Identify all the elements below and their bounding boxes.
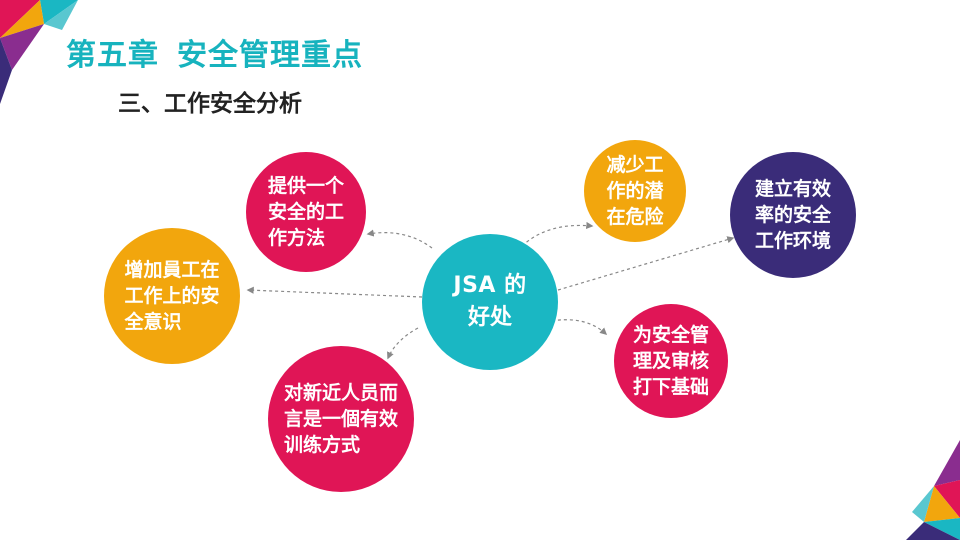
center-bubble-label: JSA 的 好处 bbox=[453, 273, 527, 330]
slide-title: 第五章安全管理重点 bbox=[66, 30, 363, 74]
benefit-bubble-safe-method: 提供一个 安全的工 作方法 bbox=[246, 152, 366, 272]
connector-to-efficient-environment bbox=[557, 236, 735, 291]
section-heading: 三、工作安全分析 bbox=[118, 91, 302, 117]
top-left-corner-decoration bbox=[0, 0, 78, 104]
benefit-label: 对新近人员而 言是一個有效 训练方式 bbox=[283, 382, 398, 456]
benefit-label: 建立有效 率的安全 工作环境 bbox=[754, 178, 831, 252]
chapter-topic: 安全管理重点 bbox=[177, 38, 363, 73]
connector-to-employee-awareness bbox=[246, 286, 423, 298]
bottom-right-corner-decoration bbox=[906, 440, 960, 540]
benefit-label: 为安全管 理及审核 打下基础 bbox=[632, 324, 709, 398]
benefit-bubble-training: 对新近人员而 言是一個有效 训练方式 bbox=[268, 346, 414, 492]
benefit-label: 提供一个 安全的工 作方法 bbox=[267, 175, 344, 249]
connector-to-training bbox=[387, 327, 419, 360]
benefit-bubble-efficient-environment: 建立有效 率的安全 工作环境 bbox=[730, 152, 856, 278]
benefit-bubble-reduce-hazards: 减少工 作的潜 在危险 bbox=[584, 140, 686, 242]
benefit-bubble-audit-foundation: 为安全管 理及审核 打下基础 bbox=[614, 304, 728, 418]
center-bubble-jsa-benefits: JSA 的 好处 bbox=[422, 234, 558, 370]
benefit-bubble-employee-awareness: 增加員工在 工作上的安 全意识 bbox=[104, 228, 240, 364]
benefit-label: 增加員工在 工作上的安 全意识 bbox=[124, 259, 220, 333]
chapter-number: 第五章 bbox=[66, 38, 159, 73]
connector-to-safe-method bbox=[366, 229, 433, 249]
connector-to-reduce-hazards bbox=[521, 221, 594, 247]
benefit-label: 减少工 作的潜 在危险 bbox=[606, 154, 664, 228]
